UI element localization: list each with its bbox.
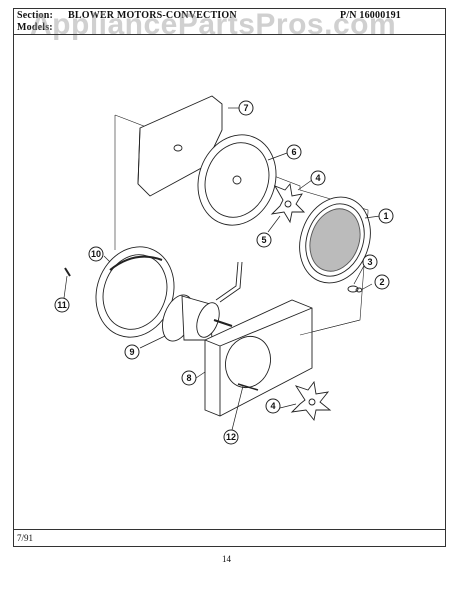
callout-9: 9	[124, 344, 140, 360]
page-frame	[13, 8, 446, 547]
callout-4-lower: 4	[265, 398, 281, 414]
svg-text:6: 6	[291, 147, 296, 157]
footer-page: 14	[222, 554, 231, 564]
callout-10: 10	[88, 246, 104, 262]
callout-11: 11	[54, 297, 70, 313]
callout-4-upper: 4	[310, 170, 326, 186]
svg-text:7: 7	[243, 103, 248, 113]
svg-text:12: 12	[226, 432, 236, 442]
gasket-ring	[197, 134, 277, 226]
fan-blade-upper	[270, 182, 306, 224]
svg-text:4: 4	[270, 401, 275, 411]
grille-cover	[299, 196, 371, 284]
callout-5: 5	[256, 232, 272, 248]
part-number: P/N 16000191	[340, 10, 402, 21]
callout-8: 8	[181, 370, 197, 386]
callout-7: 7	[238, 100, 254, 116]
callout-1: 1	[378, 208, 394, 224]
svg-text:2: 2	[379, 277, 384, 287]
svg-text:4: 4	[315, 173, 320, 183]
svg-text:11: 11	[57, 300, 67, 310]
callout-12: 12	[223, 429, 239, 445]
svg-text:5: 5	[261, 235, 266, 245]
callout-2: 2	[374, 274, 390, 290]
svg-text:1: 1	[383, 211, 388, 221]
fan-blade-lower	[290, 380, 332, 422]
watermark: AppliancePartsPros.com	[30, 8, 397, 41]
blower-motor	[162, 261, 243, 342]
svg-text:10: 10	[91, 249, 101, 259]
callout-6: 6	[286, 144, 302, 160]
mounting-bracket	[204, 299, 313, 417]
svg-text:8: 8	[186, 373, 191, 383]
callout-3: 3	[362, 254, 378, 270]
model-label: Models:	[17, 22, 53, 33]
footer-rule	[13, 529, 446, 530]
svg-text:3: 3	[367, 257, 372, 267]
svg-text:9: 9	[129, 347, 134, 357]
section-label: Section:	[17, 10, 54, 21]
section-title: BLOWER MOTORS-CONVECTION	[68, 10, 237, 21]
footer-date: 7/91	[17, 533, 34, 543]
header-rule	[13, 34, 446, 35]
